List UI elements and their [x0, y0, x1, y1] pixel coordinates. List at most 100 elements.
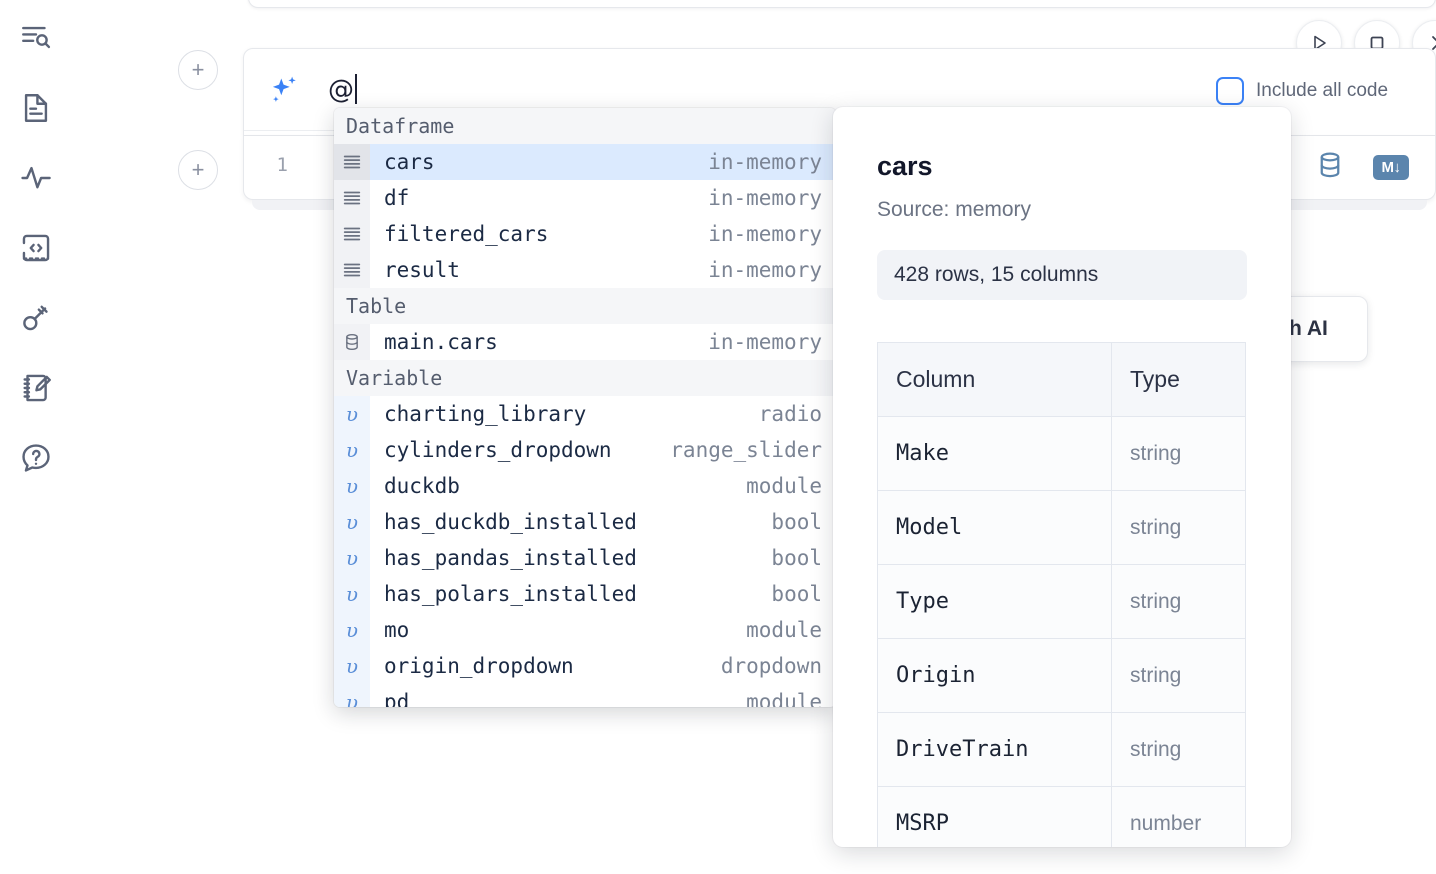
- autocomplete-item-name: main.cars: [384, 330, 498, 354]
- cell-action-icons: M↓: [1315, 150, 1409, 185]
- autocomplete-item[interactable]: υ origin_dropdown dropdown: [334, 648, 836, 684]
- schema-column-type: number: [1111, 786, 1246, 847]
- variable-icon: υ: [334, 432, 370, 468]
- dataframe-icon: [334, 252, 370, 288]
- schema-column-name: Type: [877, 564, 1112, 639]
- autocomplete-item-name: has_duckdb_installed: [384, 510, 637, 534]
- activity-icon[interactable]: [16, 158, 56, 198]
- text-caret: [355, 74, 357, 104]
- autocomplete-item-type: in-memory: [708, 150, 822, 174]
- autocomplete-item-type: module: [746, 690, 822, 707]
- include-all-code-label: Include all code: [1256, 80, 1389, 101]
- add-cell-above-button[interactable]: +: [178, 50, 218, 90]
- detail-title: cars: [877, 151, 933, 181]
- schema-column-type: string: [1111, 638, 1246, 713]
- column-header-type: Type: [1111, 342, 1246, 417]
- variable-icon: υ: [334, 648, 370, 684]
- database-icon[interactable]: [1315, 150, 1345, 185]
- variable-icon: υ: [334, 468, 370, 504]
- autocomplete-item[interactable]: df in-memory: [334, 180, 836, 216]
- left-icon-rail: [0, 0, 72, 874]
- plus-icon: +: [191, 157, 205, 182]
- autocomplete-item-name: has_polars_installed: [384, 582, 637, 606]
- include-all-code-checkbox[interactable]: [1216, 77, 1244, 105]
- explore-icon[interactable]: [16, 18, 56, 58]
- variable-icon: υ: [334, 684, 370, 707]
- markdown-icon[interactable]: M↓: [1373, 155, 1409, 180]
- autocomplete-item-type: in-memory: [708, 222, 822, 246]
- include-all-code-row[interactable]: Include all code: [1216, 77, 1388, 105]
- autocomplete-item-type: bool: [771, 510, 822, 534]
- dataframe-icon: [334, 180, 370, 216]
- autocomplete-item[interactable]: main.cars in-memory: [334, 324, 836, 360]
- autocomplete-item-name: df: [384, 186, 410, 210]
- schema-column-name: Model: [877, 490, 1112, 565]
- secrets-key-icon[interactable]: [16, 298, 56, 338]
- variable-icon: υ: [334, 540, 370, 576]
- variable-icon: υ: [334, 396, 370, 432]
- schema-column-type: string: [1111, 416, 1246, 491]
- autocomplete-item-type: radio: [758, 402, 822, 426]
- autocomplete-item-name: cars: [384, 150, 435, 174]
- autocomplete-item-name: filtered_cars: [384, 222, 549, 246]
- autocomplete-item-name: result: [384, 258, 460, 282]
- autocomplete-item[interactable]: υ has_duckdb_installed bool: [334, 504, 836, 540]
- schema-column-type: string: [1111, 712, 1246, 787]
- autocomplete-detail-panel: cars Source: memory 428 rows, 15 columns…: [833, 107, 1291, 847]
- table-header-row: Column Type: [877, 342, 1246, 417]
- autocomplete-item[interactable]: υ has_polars_installed bool: [334, 576, 836, 612]
- autocomplete-item-type: in-memory: [708, 330, 822, 354]
- autocomplete-item-type: module: [746, 474, 822, 498]
- autocomplete-item-name: mo: [384, 618, 410, 642]
- dataframe-icon: [334, 216, 370, 252]
- schema-column-type: string: [1111, 564, 1246, 639]
- snippets-icon[interactable]: [16, 228, 56, 268]
- autocomplete-section-header: Variable: [334, 360, 836, 396]
- plus-icon: +: [191, 57, 205, 82]
- help-icon[interactable]: [16, 438, 56, 478]
- autocomplete-item-name: has_pandas_installed: [384, 546, 637, 570]
- variable-icon: υ: [334, 576, 370, 612]
- add-cell-below-button[interactable]: +: [178, 150, 218, 190]
- autocomplete-item[interactable]: cars in-memory: [334, 144, 836, 180]
- scratchpad-icon[interactable]: [16, 368, 56, 408]
- detail-source: Source: memory: [877, 198, 1032, 221]
- schema-column-name: Origin: [877, 638, 1112, 713]
- autocomplete-item-type: in-memory: [708, 258, 822, 282]
- schema-column-type: string: [1111, 490, 1246, 565]
- autocomplete-section-header: Dataframe: [334, 108, 836, 144]
- autocomplete-item-type: bool: [771, 582, 822, 606]
- ai-hint-card[interactable]: h AI: [1282, 296, 1368, 362]
- autocomplete-item[interactable]: result in-memory: [334, 252, 836, 288]
- table-database-icon: [334, 324, 370, 360]
- autocomplete-item-type: module: [746, 618, 822, 642]
- ai-options: Include all code: [1170, 49, 1436, 137]
- ai-hint-text: h AI: [1289, 317, 1328, 340]
- ai-prompt-value: @: [328, 75, 354, 105]
- autocomplete-item-name: origin_dropdown: [384, 654, 574, 678]
- schema-column-name: Make: [877, 416, 1112, 491]
- ai-prompt-text: @: [328, 74, 357, 105]
- sparkle-icon: [266, 72, 302, 108]
- autocomplete-item-type: in-memory: [708, 186, 822, 210]
- autocomplete-item[interactable]: filtered_cars in-memory: [334, 216, 836, 252]
- autocomplete-item-type: dropdown: [720, 654, 822, 678]
- variable-icon: υ: [334, 504, 370, 540]
- schema-column-name: DriveTrain: [877, 712, 1112, 787]
- variable-icon: υ: [334, 612, 370, 648]
- notebook-file-icon[interactable]: [16, 88, 56, 128]
